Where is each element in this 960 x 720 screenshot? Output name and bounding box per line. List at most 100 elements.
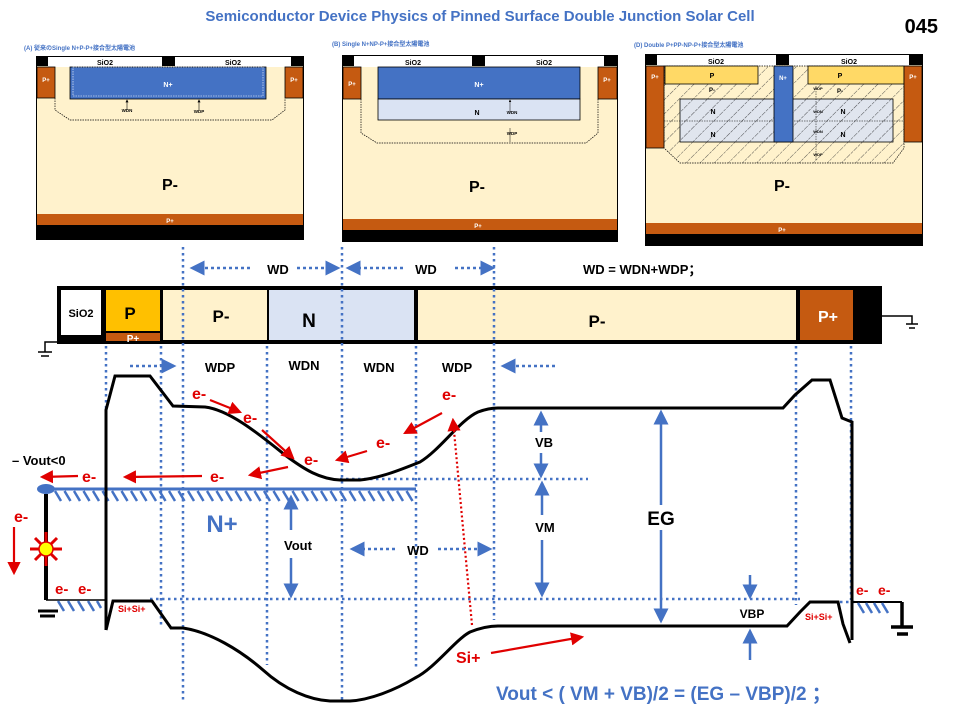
panel-d-p-plus-bottom-label: P+: [778, 228, 786, 234]
electron-label: e-: [878, 582, 891, 598]
panel-d-wdn-label-2: WDN: [813, 129, 823, 134]
panel-d-p-minus-right-label: P-: [837, 89, 843, 95]
wdn-label-2: WDN: [363, 360, 394, 375]
measurement-arrows: [283, 409, 758, 660]
electron-label: e-: [856, 582, 869, 598]
hatch-tick: [376, 490, 386, 502]
panel-d-wdn-label-1: WDN: [813, 109, 823, 114]
hatch-tick: [395, 490, 405, 502]
ground-icon-right: [882, 315, 918, 329]
panel-b-n-plus-label: N+: [474, 82, 483, 89]
hatch-tick: [91, 490, 101, 502]
hatch-tick: [63, 490, 72, 502]
vout-label: Vout: [284, 538, 313, 553]
hatch-tick: [205, 490, 215, 502]
panel-a-wdp-label: WDP: [194, 109, 205, 114]
horizontal-guides: [150, 477, 858, 604]
hatch-tick: [72, 490, 82, 502]
hatch-tick: [53, 490, 63, 502]
panel-a-p-plus-left: [36, 66, 56, 99]
hatch-tick: [300, 490, 310, 502]
wd-dimension-markers: WD WD WD = WDN+WDP； WDP WDN WDN WDP: [130, 260, 701, 375]
hatch-tick: [139, 490, 148, 502]
cs-sio2-label: SiO2: [68, 308, 93, 320]
wd-label-band: WD: [407, 543, 429, 558]
panel-b-n-label: N: [474, 110, 479, 117]
hatch-tick: [405, 490, 414, 502]
panel-b: SiO2 SiO2 P+ P+ N+ N WDN WDP P- P+: [342, 55, 618, 242]
panel-b-p-plus-right-label: P+: [603, 78, 611, 84]
panel-a-p-plus-bottom: [37, 214, 303, 225]
panel-a-sio2-right-label: SiO2: [225, 60, 241, 67]
hatch-tick: [357, 490, 367, 502]
panel-a-p-plus-left-label: P+: [42, 78, 50, 84]
panel-b-sio2-left-label: SiO2: [405, 60, 421, 67]
wdp-label-2: WDP: [442, 360, 473, 375]
electron-label: e-: [243, 410, 257, 427]
cs-p-plus-small-label: P+: [127, 334, 140, 345]
n-plus-fermi-level: N+: [37, 484, 416, 538]
panel-a: SiO2 SiO2 P+ P+ N+ WDN WDP P- P+: [36, 56, 304, 240]
band-curves: [38, 374, 913, 703]
wd-label-right: WD: [415, 262, 437, 277]
hatch-tick: [177, 490, 186, 502]
panel-a-sio2-left: [48, 57, 162, 67]
panel-b-p-minus-label: P-: [469, 179, 485, 196]
panel-a-p-plus-right-label: P+: [290, 78, 298, 84]
panel-d-n-label-1: N: [710, 109, 715, 116]
page-number: 045: [904, 16, 938, 38]
ground-icon-bottom-right: [891, 602, 913, 636]
vout-formula: Vout < ( VM + VB)/2 = (EG – VBP)/2 ；: [496, 684, 831, 705]
ground-hatch: [56, 600, 890, 614]
hatch-tick: [281, 490, 291, 502]
panel-b-wdp-label: WDP: [507, 131, 518, 136]
panel-b-p-plus-bottom-label: P+: [474, 224, 482, 230]
electron-labels: e- e- e- e- e- e- e- e- e- e- e- e- Si+S…: [14, 386, 891, 667]
si-plus-pair-left: Si+Si+: [118, 604, 146, 614]
vm-label: VM: [535, 520, 555, 535]
cs-p-minus-right-label: P-: [589, 312, 606, 331]
panel-d-n-plus-label: N+: [779, 76, 787, 82]
hatch-tick: [310, 490, 319, 502]
hatch-tick: [253, 490, 262, 502]
panel-d-n-label-2: N: [710, 132, 715, 139]
eg-label: EG: [647, 509, 674, 530]
electron-label: e-: [376, 435, 390, 452]
ground-icon-left: [38, 341, 57, 357]
electron-flow-arrows: [7, 398, 585, 655]
wdn-label-1: WDN: [288, 358, 319, 373]
cs-p-minus-left-label: P-: [213, 307, 230, 326]
wd-formula: WD = WDN+WDP；: [583, 262, 701, 278]
panel-a-caption: (A) 従来のSingle N+P-P+接合型太陽電池: [24, 46, 136, 52]
hatch-tick: [196, 490, 205, 502]
panel-d-wdp-label-top: WDP: [813, 86, 823, 91]
hatch-tick: [148, 490, 158, 502]
panel-a-depletion-boundary: [54, 98, 286, 121]
panel-d-p-left-label: P: [710, 73, 715, 80]
hatch-tick: [329, 490, 338, 502]
panel-a-n-plus-label: N+: [163, 82, 172, 89]
panel-b-sio2-right-label: SiO2: [536, 60, 552, 67]
panel-d-p-plus-left-label: P+: [651, 75, 659, 81]
panel-a-wdn-label: WDN: [122, 108, 133, 113]
hatch-tick: [243, 490, 253, 502]
conduction-band-curve: [104, 374, 854, 640]
panel-d-n-label-4: N: [840, 132, 845, 139]
hatch-tick: [129, 490, 139, 502]
vout-negative-label: – Vout<0: [12, 453, 66, 468]
panel-d-wdp-label-bottom: WDP: [813, 152, 823, 157]
panel-a-sio2-left-label: SiO2: [97, 60, 113, 67]
electron-label: e-: [192, 386, 206, 403]
panel-a-n-plus: [69, 66, 267, 100]
cs-n-label: N: [302, 311, 316, 332]
electron-label: e-: [78, 581, 91, 598]
electron-label: e-: [14, 509, 28, 526]
light-bulb-icon: [30, 532, 62, 566]
vb-label: VB: [535, 435, 553, 450]
panel-b-wdn-label: WDN: [507, 110, 518, 115]
hatch-tick: [386, 490, 395, 502]
wdp-label-1: WDP: [205, 360, 236, 375]
page-title: Semiconductor Device Physics of Pinned S…: [205, 8, 755, 25]
panel-a-p-minus-label: P-: [162, 177, 178, 194]
panel-d-sio2-left-label: SiO2: [708, 59, 724, 66]
